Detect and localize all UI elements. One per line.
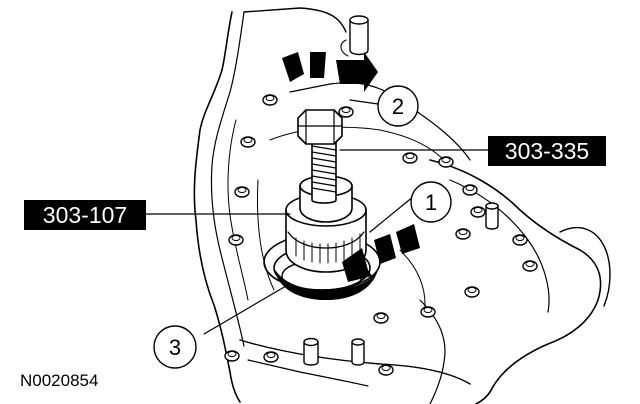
label-303-335-text: 303-335	[505, 138, 589, 164]
label-303-335: 303-335	[488, 136, 606, 166]
callout-1: 1	[410, 181, 452, 223]
housing-stud	[340, 15, 369, 57]
direction-arrow-upper	[282, 52, 378, 92]
leader-lines	[145, 99, 489, 335]
label-303-107: 303-107	[24, 200, 146, 230]
housing-bolts	[224, 94, 538, 376]
figure-id: N0020854	[20, 371, 98, 390]
forcing-screw-tool	[297, 109, 343, 204]
callout-3: 3	[153, 325, 197, 369]
callout-2-text: 2	[392, 94, 404, 119]
dowel-pins	[303, 202, 499, 366]
callout-1-text: 1	[425, 190, 437, 215]
direction-arrow-lower	[342, 224, 420, 282]
label-303-107-text: 303-107	[43, 202, 127, 228]
callout-2: 2	[377, 85, 419, 127]
callout-3-text: 3	[169, 335, 181, 360]
